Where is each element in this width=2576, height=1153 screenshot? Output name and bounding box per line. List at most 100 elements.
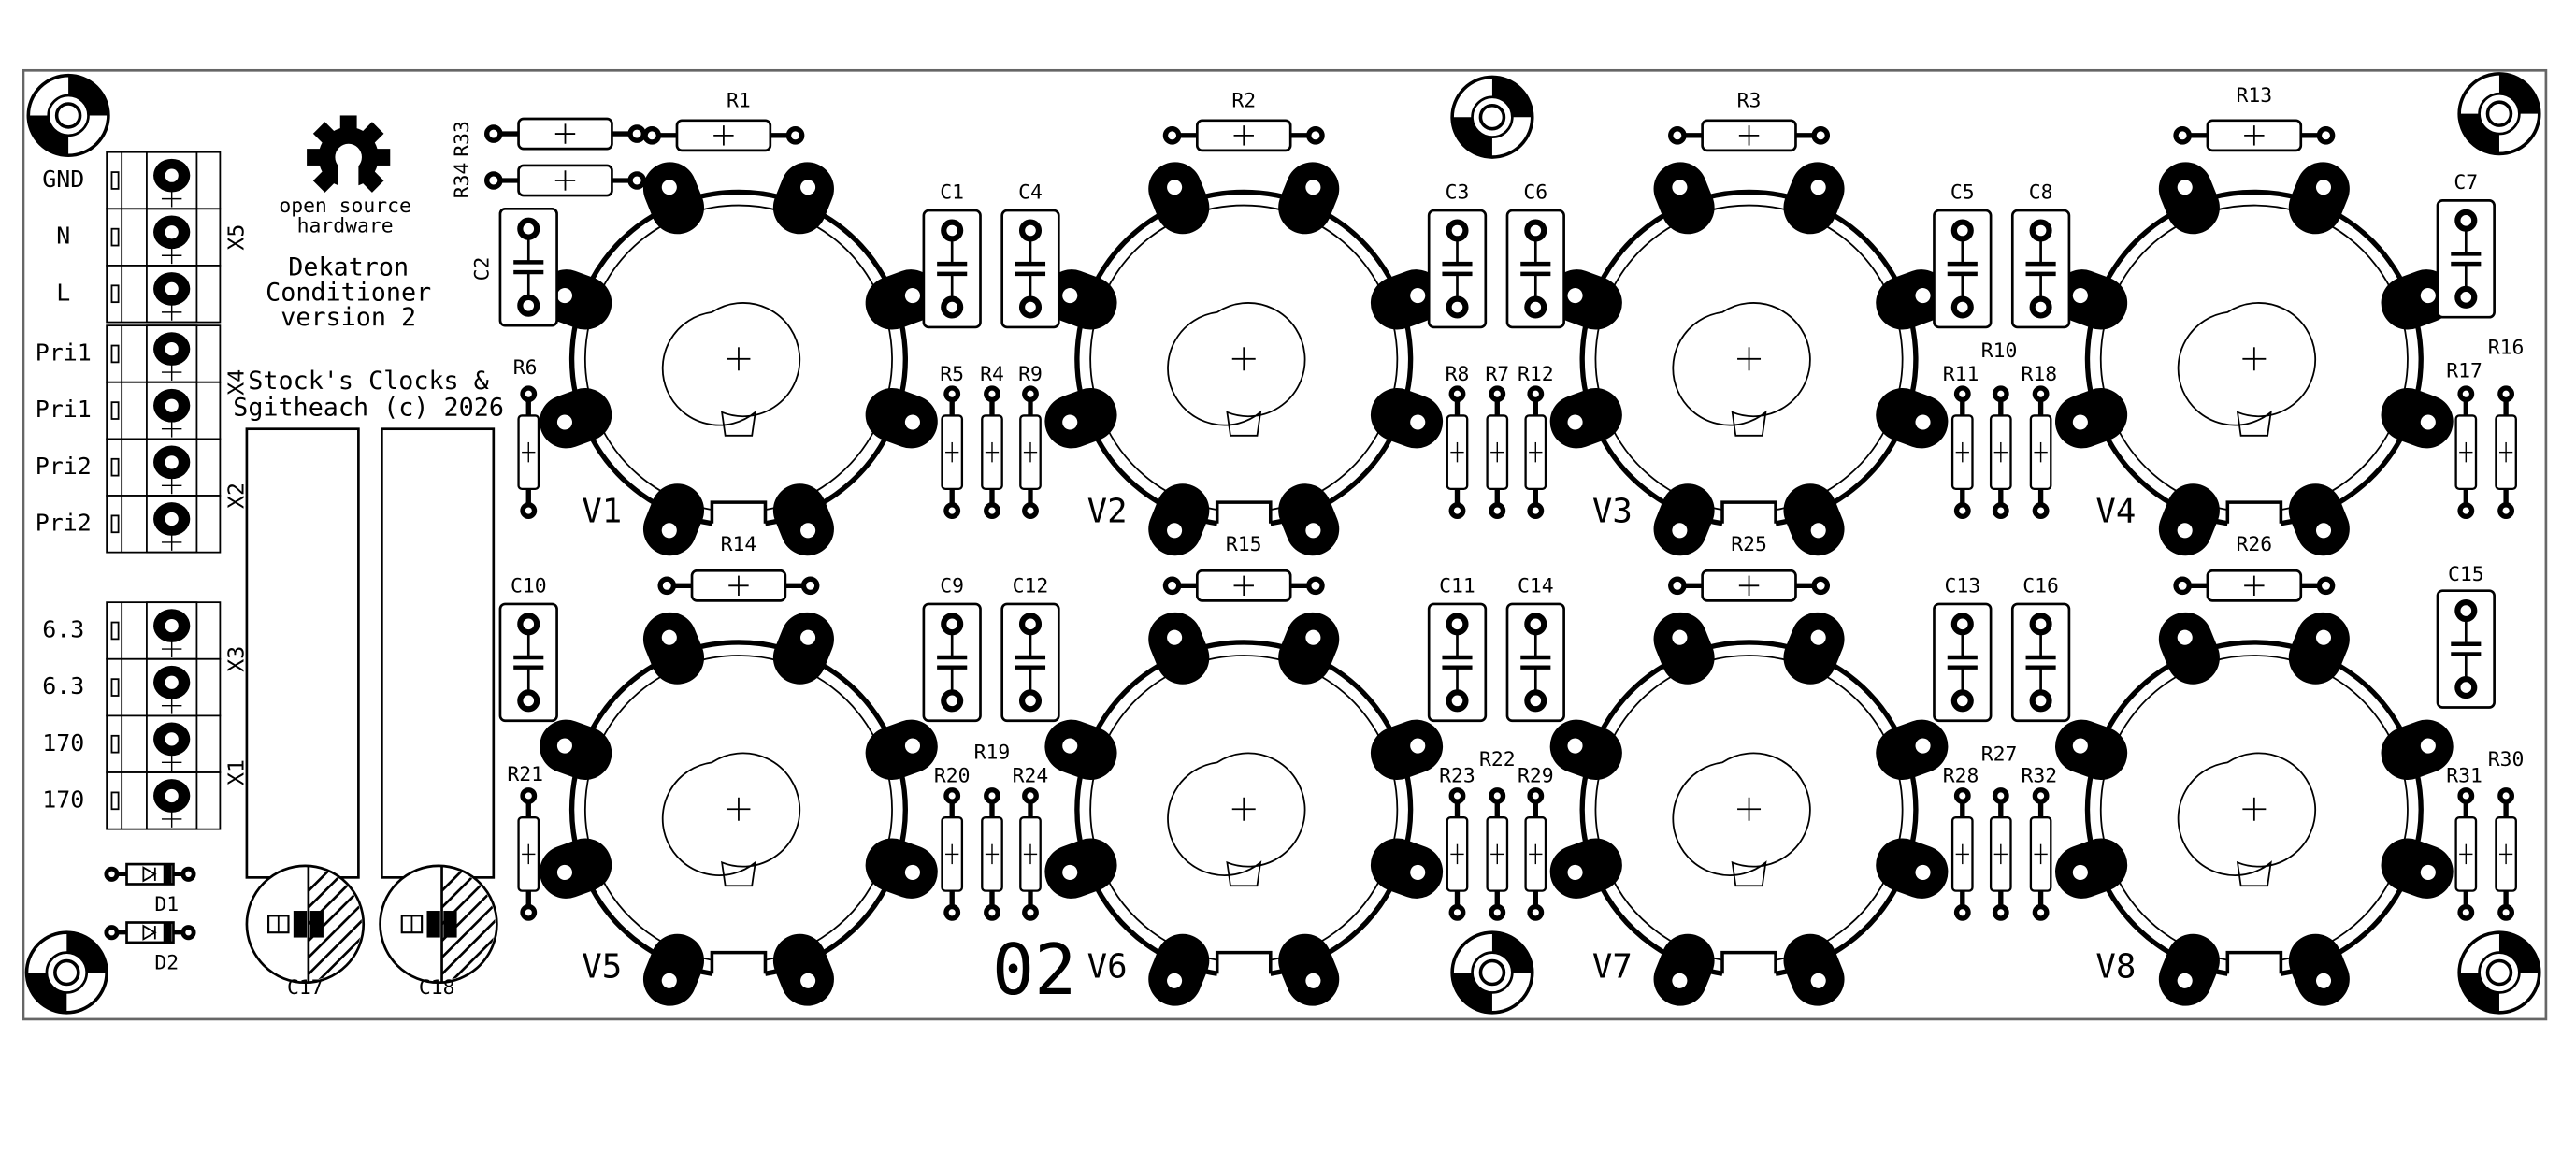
capacitor-c15-icon: [2438, 591, 2495, 708]
resistor-label: R33: [451, 121, 474, 157]
oshw-logo-icon: [307, 115, 391, 195]
tube-label-v7: V7: [1592, 947, 1633, 986]
tube-label-v8: V8: [2095, 947, 2136, 986]
mounting-hole-icon: [24, 930, 108, 1015]
capacitor-c4-icon: [1002, 210, 1059, 327]
capacitor-label: C6: [1523, 181, 1547, 205]
resistor-label: R5: [940, 363, 964, 386]
capacitor-c3-icon: [1429, 210, 1486, 327]
resistor-label: R9: [1018, 363, 1043, 386]
resistor-label: R10: [1981, 339, 2018, 363]
resistor-label: R2: [1231, 90, 1256, 113]
resistor-label: R21: [507, 763, 543, 786]
board-credit: Sgitheach (c) 2026: [233, 393, 504, 422]
capacitor-label: C9: [940, 574, 964, 598]
resistor-label: R28: [1943, 765, 1979, 788]
capacitor-label: C4: [1018, 181, 1043, 205]
terminal-label-170: 170: [42, 729, 84, 757]
capacitor-c17-label: C17: [287, 976, 324, 1000]
mounting-hole-icon: [26, 73, 110, 158]
tube-label-v2: V2: [1087, 493, 1128, 531]
capacitor-c1-icon: [924, 210, 981, 327]
capacitor-c11-icon: [1429, 604, 1486, 721]
terminal-label-l: L: [56, 279, 70, 306]
capacitor-label: C15: [2448, 563, 2484, 586]
terminal-block-x5: [106, 151, 222, 324]
capacitor-c12-icon: [1002, 604, 1059, 721]
capacitor-c13-icon: [1934, 604, 1991, 721]
resistor-label: R32: [2022, 765, 2058, 788]
connector-designator: X4: [223, 369, 249, 396]
resistor-label: R26: [2237, 533, 2273, 556]
terminal-label-pri2: Pri2: [36, 453, 92, 480]
resistor-label: R11: [1943, 363, 1979, 386]
resistor-label: R7: [1485, 363, 1509, 386]
resistor-label: R23: [1439, 765, 1475, 788]
capacitor-label: C8: [2029, 181, 2053, 205]
resistor-label: R31: [2446, 765, 2482, 788]
resistor-label: R18: [2022, 363, 2058, 386]
terminal-label-gnd: GND: [42, 166, 84, 193]
capacitor-c16-icon: [2012, 604, 2069, 721]
board-title: Dekatron: [288, 253, 409, 282]
capacitor-c14-icon: [1507, 604, 1564, 721]
resistor-label: R15: [1226, 533, 1262, 556]
resistor-label: R27: [1981, 743, 2018, 767]
connector-designator: X3: [223, 646, 249, 672]
resistor-label: R34: [451, 163, 474, 199]
resistor-label: R25: [1731, 533, 1767, 556]
capacitor-c7-icon: [2438, 200, 2495, 317]
capacitor-label: C12: [1013, 574, 1049, 598]
board-revision: 02: [992, 929, 1076, 1011]
mounting-hole-icon: [2457, 72, 2541, 156]
capacitor-label: C7: [2454, 171, 2478, 195]
resistor-label: R29: [1518, 765, 1554, 788]
capacitor-label: C14: [1518, 574, 1554, 598]
oshw-logo-text: open source: [279, 195, 411, 218]
capacitor-c5-icon: [1934, 210, 1991, 327]
mounting-hole-icon: [2457, 930, 2541, 1015]
capacitor-c9-icon: [924, 604, 981, 721]
capacitor-label: C11: [1439, 574, 1475, 598]
resistor-label: R22: [1479, 748, 1516, 771]
capacitor-c8-icon: [2012, 210, 2069, 327]
terminal-label-n: N: [56, 223, 70, 250]
tube-label-v5: V5: [582, 947, 622, 986]
terminal-label-pri1: Pri1: [36, 339, 92, 367]
capacitor-label: C16: [2022, 574, 2059, 598]
terminal-block-x2: [106, 438, 222, 554]
diode-d2-label: D2: [154, 951, 179, 974]
board-version: version 2: [281, 303, 416, 332]
resistor-label: R17: [2446, 359, 2482, 382]
connector-designator: X2: [223, 483, 249, 509]
tube-label-v3: V3: [1592, 493, 1633, 531]
diode-d1-label: D1: [154, 893, 179, 916]
tube-label-v1: V1: [582, 493, 622, 531]
capacitor-label: C3: [1446, 181, 1470, 205]
capacitor-label: C2: [470, 257, 494, 281]
resistor-label: R14: [721, 533, 757, 556]
terminal-label-pri2: Pri2: [36, 509, 92, 536]
mounting-hole-icon: [1450, 930, 1534, 1015]
capacitor-label: C13: [1944, 574, 1980, 598]
resistor-label: R16: [2488, 336, 2525, 359]
resistor-label: R12: [1518, 363, 1554, 386]
terminal-block-x4: [106, 324, 222, 440]
connector-designator: X1: [223, 759, 249, 785]
resistor-label: R4: [980, 363, 1004, 386]
terminal-label-6v3: 6.3: [42, 616, 84, 643]
resistor-label: R13: [2237, 84, 2273, 108]
terminal-label-6v3: 6.3: [42, 672, 84, 699]
resistor-label: R19: [974, 742, 1011, 765]
resistor-label: R3: [1737, 90, 1762, 113]
capacitor-c2-icon: [500, 209, 557, 325]
capacitor-label: C5: [1950, 181, 1975, 205]
resistor-label: R30: [2488, 748, 2525, 771]
terminal-label-pri1: Pri1: [36, 396, 92, 423]
resistor-label: R24: [1013, 765, 1049, 788]
resistor-label: R8: [1446, 363, 1470, 386]
capacitor-label: C1: [940, 181, 964, 205]
terminal-label-170: 170: [42, 785, 84, 813]
tube-label-v6: V6: [1087, 947, 1128, 986]
